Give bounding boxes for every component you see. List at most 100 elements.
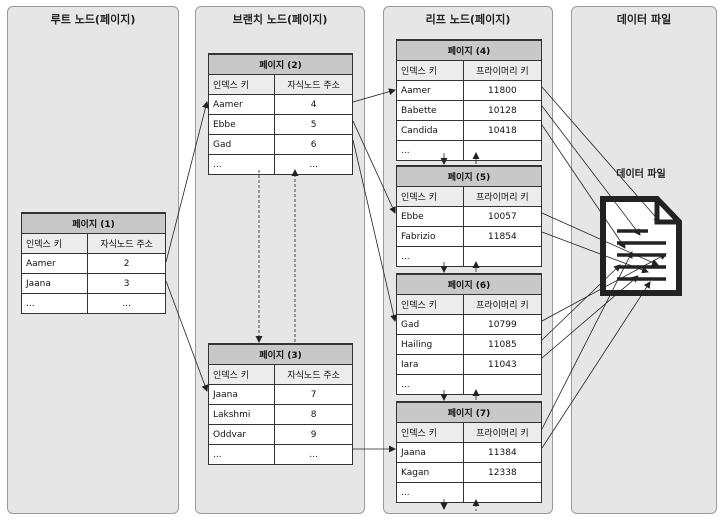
value-cell: 10418 [462,120,541,141]
table-row: ...... [22,293,165,313]
index-key-cell: Oddvar [209,424,276,445]
value-cell: 8 [274,404,352,425]
data-file-title: 데이터 파일 [616,13,672,26]
index-key-cell: ... [397,246,464,266]
page-title: 페이지 (3) [209,344,352,365]
index-key-header: 인덱스 키 [397,422,464,443]
index-key-cell: Gad [209,134,276,155]
value-cell: 11384 [462,442,541,463]
index-key-header: 인덱스 키 [397,294,464,315]
index-key-cell: Jaana [209,384,276,405]
index-key-header: 인덱스 키 [397,186,464,207]
value-cell: 4 [274,94,352,115]
index-key-cell: ... [22,293,89,313]
value-cell [462,374,541,394]
value-cell: 9 [274,424,352,445]
table-row: ... [397,140,541,160]
index-key-cell: ... [209,444,276,464]
index-key-cell: Aamer [397,80,464,101]
value-cell: 12338 [462,462,541,483]
value-cell: 11043 [462,354,541,375]
value-cell: 11854 [462,226,541,247]
child-address-header: 자식노드 주소 [274,74,352,95]
table-row: ...... [209,154,352,174]
index-key-header: 인덱스 키 [209,364,276,385]
index-key-cell: ... [397,482,464,502]
value-cell: 10799 [462,314,541,335]
primary-key-header: 프라이머리 키 [462,60,541,81]
index-key-cell: Gad [397,314,464,335]
value-cell [462,246,541,266]
root-node-title: 루트 노드(페이지) [50,13,136,26]
leaf-node-title: 리프 노드(페이지) [425,13,511,26]
table-row: ... [397,482,541,502]
index-key-cell: Babette [397,100,464,121]
index-key-cell: Jaana [22,273,89,294]
value-cell: 10057 [462,206,541,227]
value-cell: ... [274,444,352,464]
index-key-cell: Aamer [209,94,276,115]
table-row: ... [397,246,541,266]
index-key-cell: ... [397,140,464,160]
value-cell [462,140,541,160]
index-key-cell: Lakshmi [209,404,276,425]
page-title: 페이지 (4) [397,40,541,61]
value-cell: 5 [274,114,352,135]
value-cell: 6 [274,134,352,155]
index-key-cell: ... [397,374,464,394]
data-file-label: 데이터 파일 [616,169,666,180]
value-cell: 3 [87,273,165,294]
index-key-cell: Ebbe [209,114,276,135]
table-row: ... [397,374,541,394]
value-cell: ... [87,293,165,313]
table-row: ...... [209,444,352,464]
index-key-cell: Ebbe [397,206,464,227]
index-key-cell: Kagan [397,462,464,483]
index-key-cell: ... [209,154,276,174]
value-cell: 10128 [462,100,541,121]
page-title: 페이지 (5) [397,166,541,187]
value-cell: 2 [87,253,165,274]
value-cell: ... [274,154,352,174]
index-key-header: 인덱스 키 [22,233,89,254]
primary-key-header: 프라이머리 키 [462,186,541,207]
page-title: 페이지 (1) [22,213,165,234]
value-cell: 11085 [462,334,541,355]
index-key-cell: Jaana [397,442,464,463]
value-cell [462,482,541,502]
primary-key-header: 프라이머리 키 [462,294,541,315]
index-key-cell: Candida [397,120,464,141]
branch-node-title: 브랜치 노드(페이지) [232,13,328,26]
index-key-cell: Fabrizio [397,226,464,247]
index-key-cell: Hailing [397,334,464,355]
page-title: 페이지 (6) [397,274,541,295]
child-address-header: 자식노드 주소 [274,364,352,385]
page-title: 페이지 (7) [397,402,541,423]
index-key-cell: Iara [397,354,464,375]
index-key-cell: Aamer [22,253,89,274]
child-address-header: 자식노드 주소 [87,233,165,254]
document-icon [600,196,682,296]
